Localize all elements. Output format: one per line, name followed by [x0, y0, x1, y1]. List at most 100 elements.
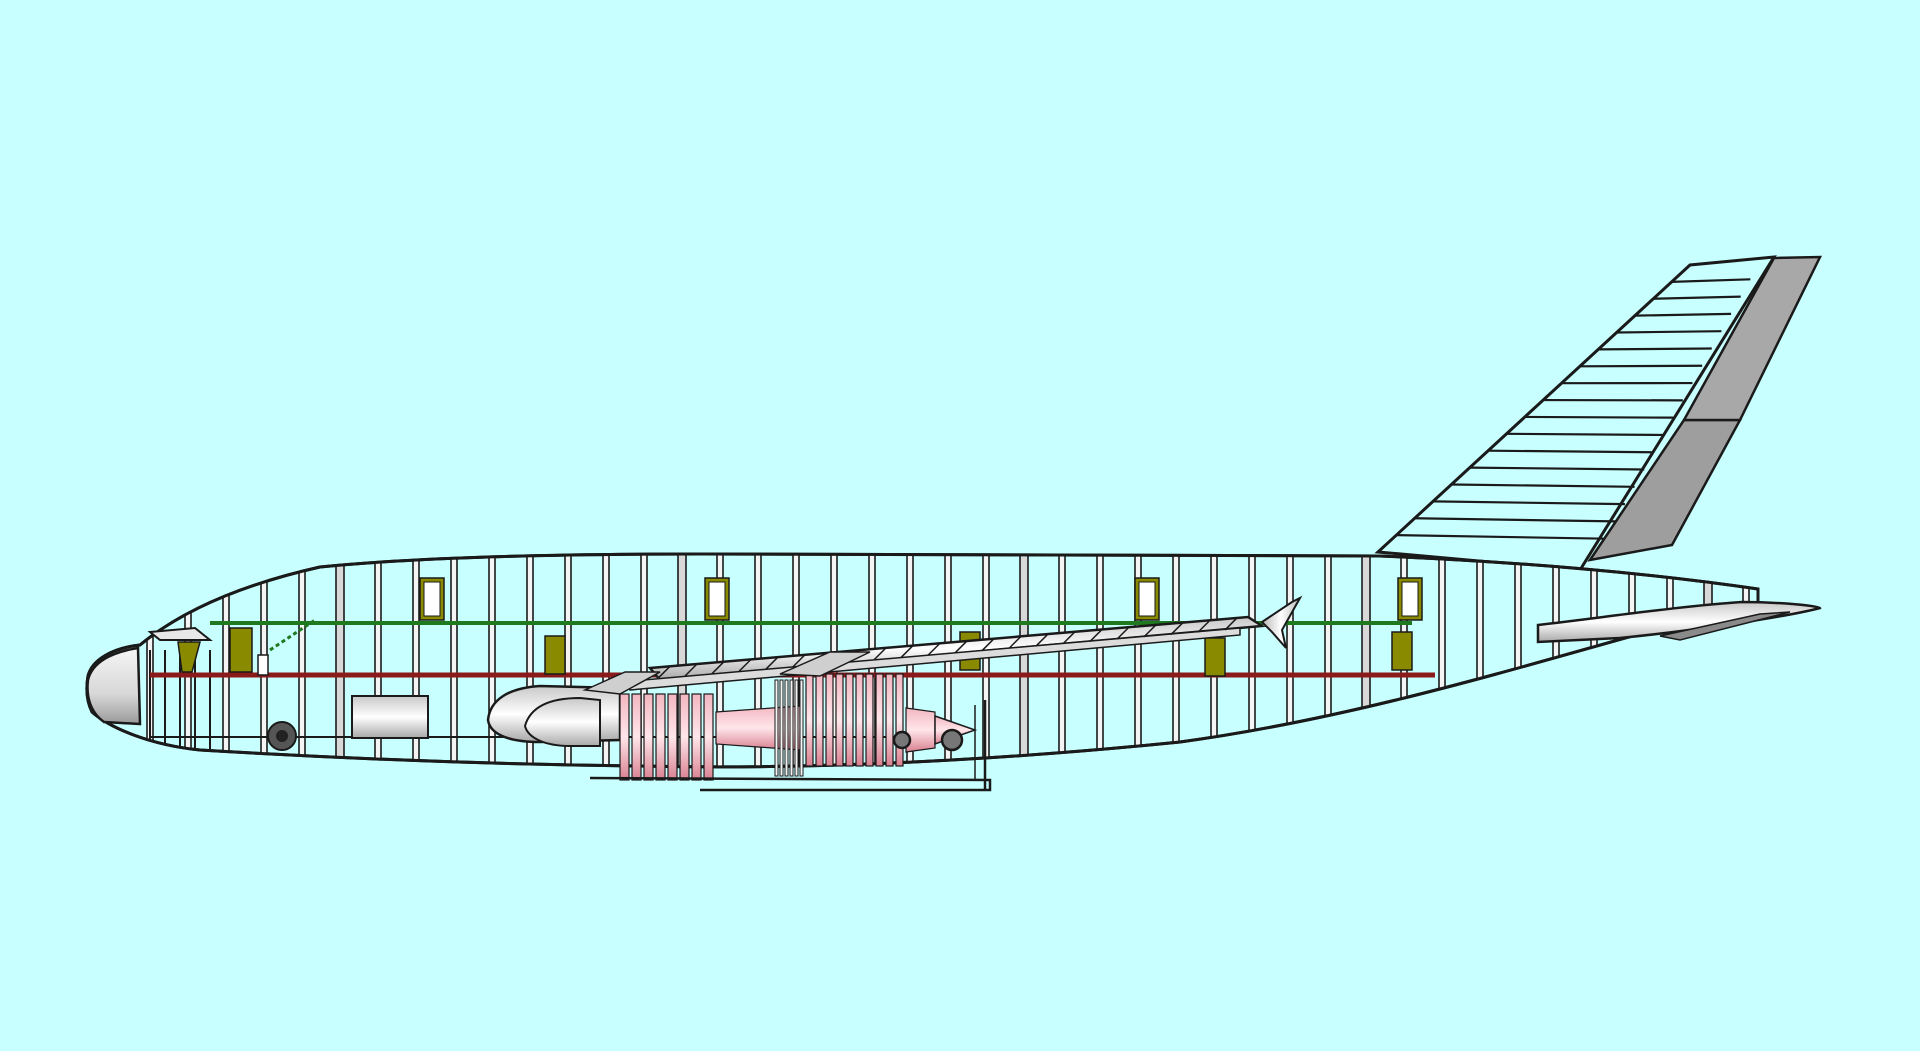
strut — [789, 679, 794, 777]
fin-rib — [1579, 364, 1703, 368]
fin-rib — [1653, 295, 1741, 300]
frame — [222, 554, 230, 767]
engine-stage — [619, 693, 630, 781]
frame — [982, 554, 990, 767]
wing-rib — [657, 665, 671, 679]
door-window — [708, 581, 726, 617]
engine-stage — [667, 693, 678, 781]
engine-core — [905, 707, 936, 753]
door-window — [1138, 581, 1156, 617]
fin-rib — [1396, 534, 1606, 540]
frame — [564, 554, 572, 767]
engine-stage — [631, 693, 642, 781]
frame — [1703, 554, 1713, 767]
wing-rib — [873, 647, 887, 661]
main-landing-gear-bay — [589, 700, 992, 792]
rudder-upper — [1681, 255, 1823, 422]
frame — [335, 554, 345, 767]
frame — [526, 554, 534, 767]
pylon — [582, 671, 661, 695]
wing-rib — [1197, 619, 1211, 633]
engine-group — [486, 651, 978, 781]
frame — [1096, 554, 1104, 767]
fin-rib — [1414, 517, 1616, 523]
fin-rib — [1598, 347, 1712, 351]
fin-rib — [1433, 500, 1625, 506]
cockpit — [147, 618, 316, 676]
wing-rib — [1008, 635, 1022, 649]
engines — [582, 651, 936, 781]
wing-rib — [1035, 633, 1049, 647]
cargo-container — [351, 695, 429, 739]
frame — [412, 554, 420, 767]
frame — [1742, 554, 1750, 767]
frame — [602, 554, 610, 767]
frame — [1324, 554, 1332, 767]
engine-stage — [895, 673, 904, 767]
wing-rib — [1170, 622, 1184, 636]
engine-stage — [815, 673, 824, 767]
fin-ribs — [1396, 278, 1751, 540]
frame — [640, 554, 648, 767]
engine-stage — [691, 693, 702, 781]
engine-stage — [845, 673, 854, 767]
engine-stage — [875, 673, 884, 767]
door-window — [1401, 581, 1419, 617]
engine-stage — [703, 693, 714, 781]
wing-rib — [765, 656, 779, 670]
strut — [774, 679, 779, 777]
wing-rib — [1062, 631, 1076, 645]
horizontal-stabilizer — [1536, 600, 1822, 644]
frame — [1476, 554, 1484, 767]
fin-rib — [1469, 466, 1645, 471]
engine-stage — [655, 693, 666, 781]
wing-ribs — [657, 617, 1238, 679]
fin-rib — [1616, 330, 1722, 334]
wing-rib — [981, 638, 995, 652]
wing-rib — [1224, 617, 1238, 631]
frame — [374, 554, 382, 767]
strut — [799, 679, 804, 777]
fin-rib — [1451, 483, 1635, 488]
winglet-icon — [1260, 595, 1303, 649]
pylon — [779, 651, 871, 677]
engine-stage — [865, 673, 874, 767]
wing-rib — [711, 661, 725, 675]
wing-rib — [954, 640, 968, 654]
door-window — [423, 581, 441, 617]
frame — [1134, 554, 1142, 767]
frame — [1628, 554, 1636, 767]
engine-stage — [855, 673, 864, 767]
frame — [1590, 554, 1598, 767]
landing-gear-wheel-icon — [267, 721, 297, 751]
frame — [1058, 554, 1066, 767]
wing-rib — [792, 654, 806, 668]
engine-stage — [825, 673, 834, 767]
wing-rib — [1143, 624, 1157, 638]
strut — [784, 679, 789, 777]
frame — [1019, 554, 1029, 767]
frame — [488, 554, 496, 767]
fin-rib — [1506, 432, 1664, 437]
engine-stage — [835, 673, 844, 767]
wing-rib — [900, 645, 914, 659]
engine-stage — [679, 693, 690, 781]
vertical-stabilizer — [1374, 255, 1823, 572]
frame — [1438, 554, 1446, 767]
frame — [1172, 554, 1180, 767]
wing-rib — [1089, 628, 1103, 642]
frame — [1361, 554, 1371, 767]
nose-cone-icon — [86, 646, 142, 726]
frame — [1552, 554, 1560, 767]
engine-stage — [643, 693, 654, 781]
fin-rib — [1634, 312, 1732, 317]
fuselage — [85, 552, 1760, 769]
strut — [779, 679, 784, 777]
engine-stage — [805, 673, 814, 767]
wing-rib — [1116, 626, 1130, 640]
strut — [794, 679, 799, 777]
fin-rib — [1488, 449, 1654, 454]
frame — [1286, 554, 1294, 767]
